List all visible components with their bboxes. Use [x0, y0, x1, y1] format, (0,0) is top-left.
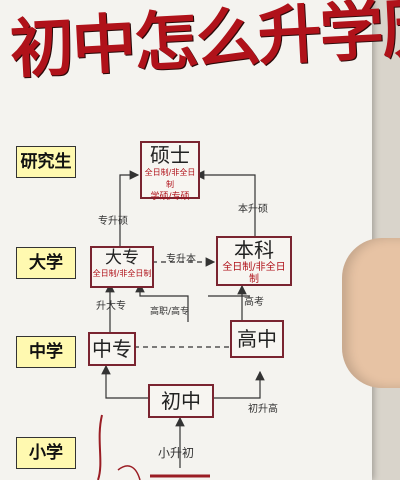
node-bachelor: 本科 全日制/非全日制	[216, 236, 292, 286]
node-master-line2: 学硕/专硕	[150, 192, 190, 202]
level-primary: 小学	[16, 437, 76, 469]
link-ben-sheng-shuo	[194, 170, 256, 236]
level-middle: 中学	[16, 336, 76, 368]
node-junior-college: 大专 全日制/非全日制	[90, 246, 154, 288]
holding-hand	[342, 238, 400, 388]
red-doodle-2	[117, 465, 141, 480]
node-technical-school-name: 中专	[92, 337, 132, 361]
label-gao-zhi: 高职/高专	[150, 307, 190, 317]
node-master-name: 硕士	[150, 143, 190, 167]
label-ben-sheng-shuo: 本升硕	[238, 204, 268, 215]
label-sheng-da-zhuan: 升大专	[96, 301, 126, 312]
node-master: 硕士 全日制/非全日制 学硕/专硕	[140, 141, 200, 202]
link-zhuan-sheng-shuo	[119, 170, 140, 246]
node-high-school-name: 高中	[237, 327, 277, 351]
diagram-links	[97, 170, 265, 480]
node-junior-middle-name: 初中	[161, 389, 201, 413]
label-zhuan-sheng-ben: 专升本	[166, 254, 196, 265]
level-university: 大学	[16, 247, 76, 279]
label-zhuan-sheng-shuo: 专升硕	[98, 216, 128, 227]
level-postgrad: 研究生	[16, 146, 76, 178]
node-bachelor-name: 本科	[234, 238, 274, 262]
node-junior-college-name: 大专	[105, 248, 139, 268]
node-junior-middle: 初中	[148, 384, 214, 418]
red-doodle	[97, 414, 103, 480]
node-junior-college-line1: 全日制/非全日制	[92, 269, 152, 278]
node-bachelor-line1: 全日制/非全日制	[222, 262, 286, 285]
label-chu-sheng-gao: 初升高	[248, 404, 278, 415]
label-gao-kao: 高考	[244, 297, 264, 308]
link-chu-zhongzhuan	[101, 364, 148, 399]
link-gao-zhi	[135, 282, 189, 322]
node-master-line1: 全日制/非全日制	[144, 168, 196, 189]
node-technical-school: 中专	[88, 332, 136, 366]
link-chu-sheng-gao	[212, 370, 265, 399]
node-high-school: 高中	[230, 320, 284, 358]
label-xiao-sheng-chu: 小升初	[158, 446, 195, 460]
